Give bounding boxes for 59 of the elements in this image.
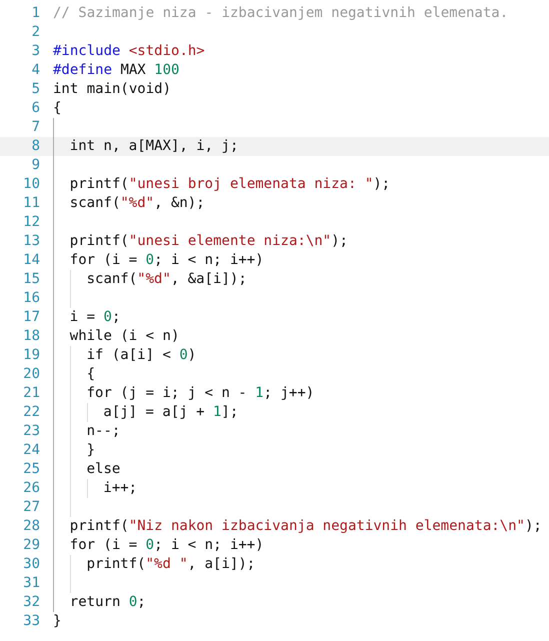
line-number: 9 [30,156,40,175]
line-number: 4 [30,61,40,80]
code-line: } [53,612,62,631]
line-number: 12 [22,213,40,232]
line-number: 29 [22,536,40,555]
line-number: 14 [22,251,40,270]
line-number: 2 [30,23,40,42]
line-number: 19 [22,346,40,365]
line-number: 3 [30,42,40,61]
code-line: a[j] = a[j + 1]; [103,403,238,422]
code-line: n--; [86,422,120,441]
line-number: 16 [22,289,40,308]
line-number: 33 [22,612,40,631]
code-line: #define MAX 100 [53,61,180,80]
code-comment: // Sazimanje niza - izbacivanjem negativnih elemenata. [53,4,508,23]
line-number: 24 [22,441,40,460]
line-number: 8 [30,137,40,156]
line-number: 13 [22,232,40,251]
line-number: 5 [30,80,40,99]
code-line: scanf("%d", &a[i]); [86,270,247,289]
code-line: int main(void) [53,80,172,99]
line-number: 32 [22,593,40,612]
code-line: else [86,460,120,479]
code-line: i = 0; [70,308,120,327]
line-number: 31 [22,574,40,593]
line-number: 22 [22,403,40,422]
code-line: if (a[i] < 0) [86,346,196,365]
line-number: 6 [30,99,40,118]
line-number: 21 [22,384,40,403]
line-number: 25 [22,460,40,479]
line-number: 15 [22,270,40,289]
line-number: 11 [22,194,40,213]
code-line: printf("unesi elemente niza:\n"); [70,232,348,251]
line-number: 17 [22,308,40,327]
code-line: { [86,365,96,384]
code-line: scanf("%d", &n); [70,194,205,213]
line-number: 30 [22,555,40,574]
code-line: { [53,99,62,118]
line-number: 18 [22,327,40,346]
code-line: printf("Niz nakon izbacivanja negativnih elemenata:\n"); [70,517,542,536]
line-number: 1 [30,4,40,23]
line-number: 10 [22,175,40,194]
code-line: int n, a[MAX], i, j; [70,137,238,156]
line-number: 23 [22,422,40,441]
code-line: for (j = i; j < n - 1; j++) [86,384,314,403]
line-number: 28 [22,517,40,536]
code-line: for (i = 0; i < n; i++) [70,536,264,555]
line-number: 20 [22,365,40,384]
code-line: for (i = 0; i < n; i++) [70,251,264,270]
code-line: while (i < n) [70,327,180,346]
line-number: 27 [22,498,40,517]
code-line: printf("%d ", a[i]); [86,555,256,574]
line-number: 7 [30,118,40,137]
code-line: #include <stdio.h> [53,42,205,61]
code-line: return 0; [70,593,146,612]
line-number: 26 [22,479,40,498]
code-line: } [86,441,96,460]
code-line: i++; [103,479,138,498]
code-line: printf("unesi broj elemenata niza: "); [70,175,390,194]
